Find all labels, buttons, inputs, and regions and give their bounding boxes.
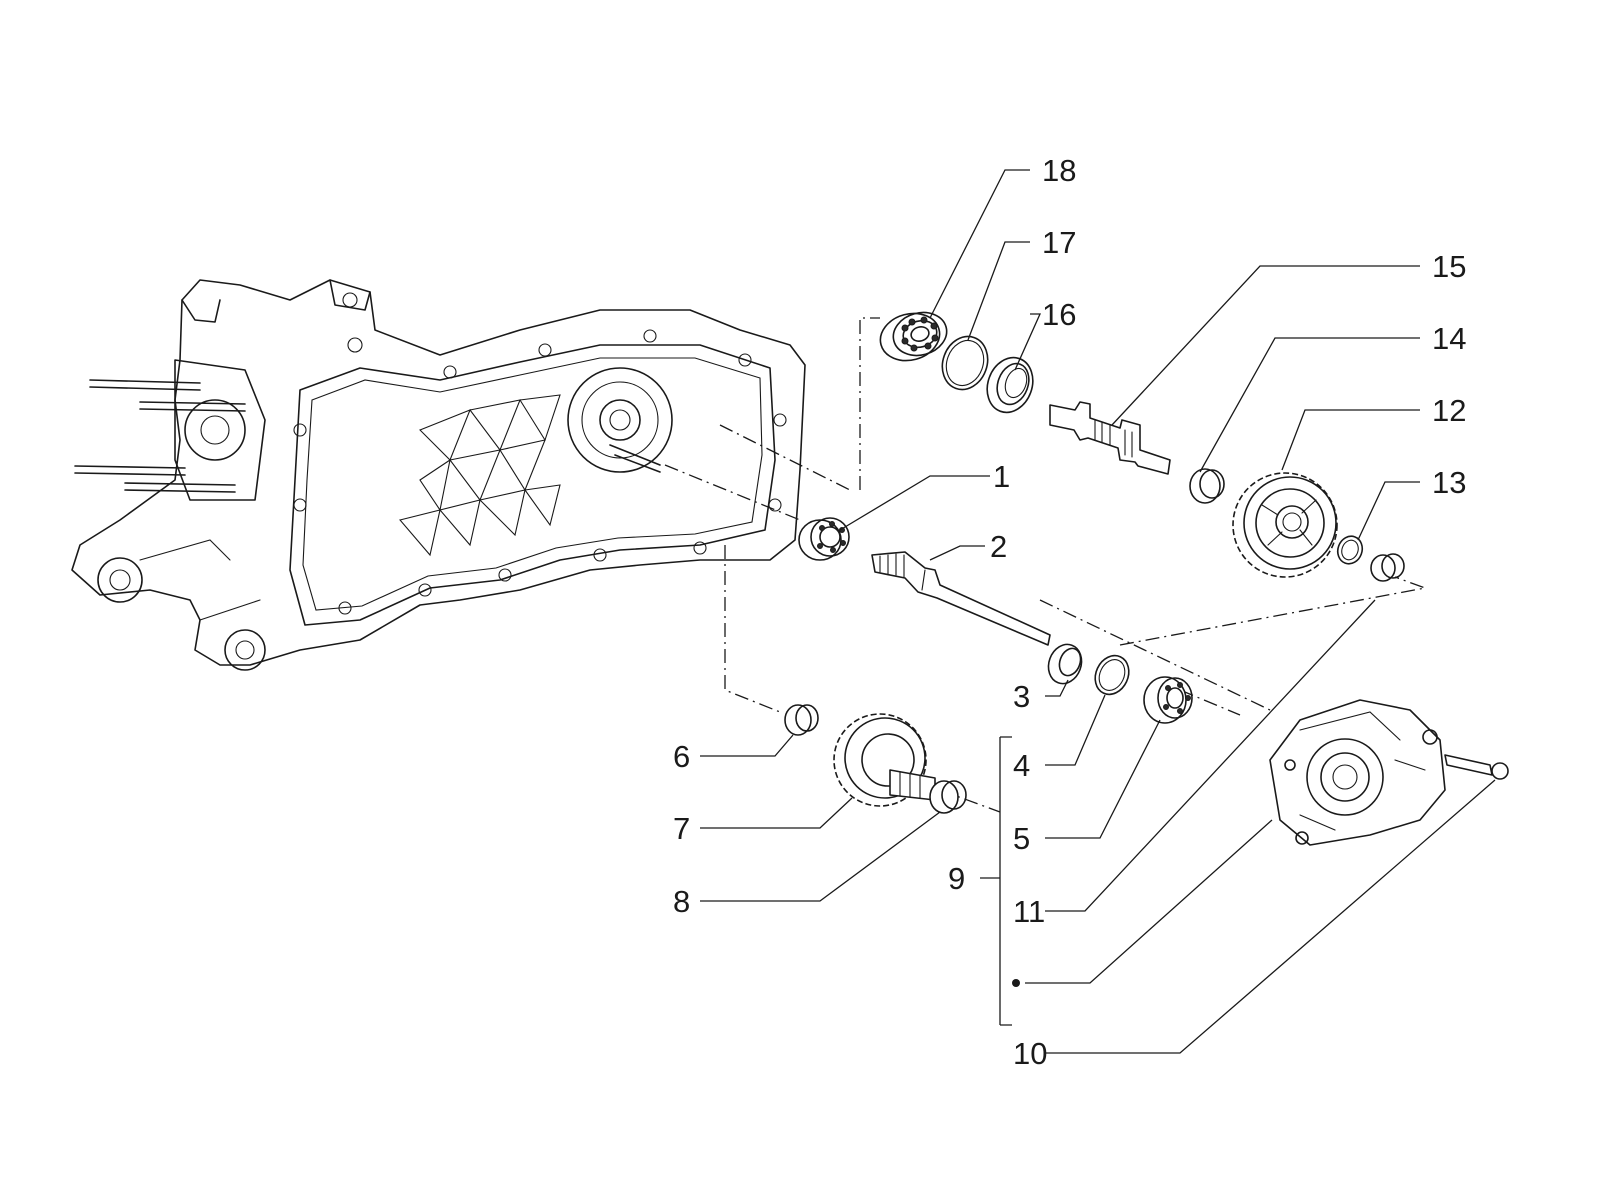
callout-14: 14 [1432, 321, 1466, 356]
callout-15: 15 [1432, 249, 1466, 284]
part-1-bearing [798, 517, 850, 561]
part-18-bearing [879, 311, 948, 362]
callout-5: 5 [1013, 821, 1030, 856]
kit-bullet-dot [1012, 979, 1020, 987]
part-8-bush [929, 780, 967, 814]
callout-13: 13 [1432, 465, 1466, 500]
callout-9: 9 [948, 861, 965, 896]
screw [1444, 754, 1509, 780]
part-7-gear [833, 713, 936, 807]
callout-7: 7 [673, 811, 690, 846]
callout-18: 18 [1042, 153, 1076, 188]
part-6-bush [784, 704, 819, 736]
callout-10: 10 [1013, 1036, 1047, 1071]
callout-2: 2 [990, 529, 1007, 564]
callout-labels: 18 17 16 15 14 12 13 1 2 3 4 5 11 10 9 6… [673, 153, 1466, 1071]
part-12-gear [1232, 472, 1338, 578]
part-4-circlip [1094, 654, 1130, 696]
callout-3: 3 [1013, 679, 1030, 714]
part-2-shaft [871, 551, 1051, 646]
part-14-bush [1189, 468, 1225, 504]
callout-11: 11 [1013, 894, 1045, 929]
part-17-circlip [941, 335, 989, 391]
callout-8: 8 [673, 884, 690, 919]
crankcase-drawing [71, 279, 806, 671]
part-13-ring [1336, 535, 1364, 565]
part-5-bearing [1143, 676, 1193, 724]
callout-12: 12 [1432, 393, 1466, 428]
part-15-shaft [1049, 401, 1171, 475]
callout-1: 1 [993, 459, 1010, 494]
callout-6: 6 [673, 739, 690, 774]
part-11-bush [1370, 553, 1405, 582]
part-3-seal [1047, 643, 1083, 685]
callout-17: 17 [1042, 225, 1076, 260]
callout-16: 16 [1042, 297, 1076, 332]
part-10-cover [1269, 699, 1446, 846]
part-16-seal [986, 356, 1034, 414]
callout-4: 4 [1013, 748, 1030, 783]
leader-lines [700, 169, 1496, 1054]
